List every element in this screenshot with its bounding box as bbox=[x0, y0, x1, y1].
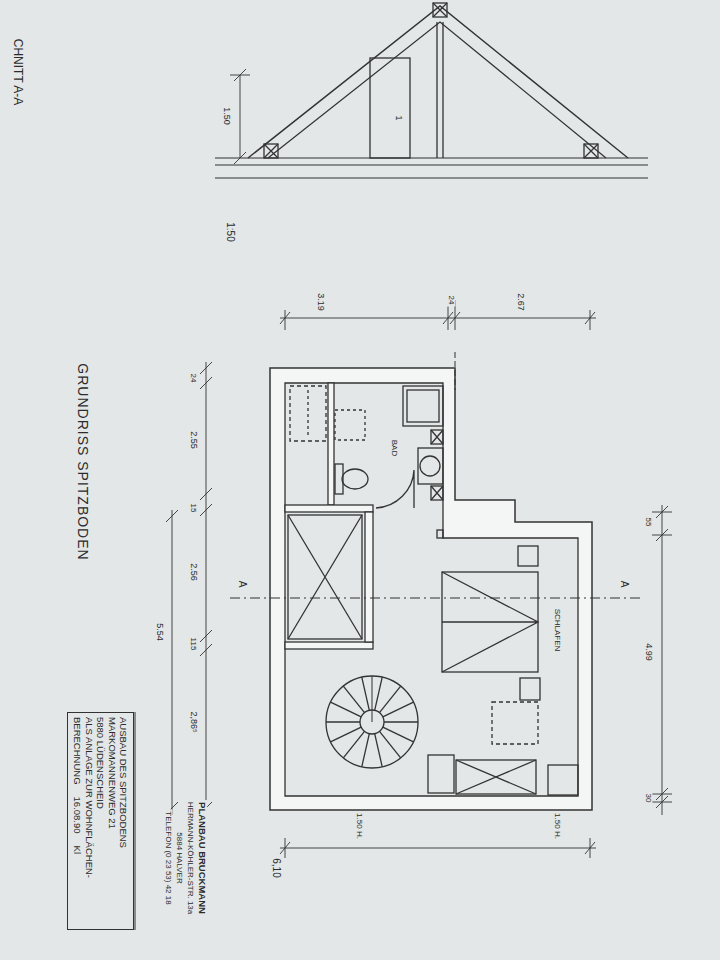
stair-tread bbox=[375, 734, 383, 767]
dimension: 2.55 bbox=[188, 429, 198, 451]
stair-tread bbox=[379, 731, 400, 758]
room-bath: BAD bbox=[372, 428, 416, 468]
company-name: PLANBAU BRUCKMANN bbox=[197, 800, 207, 916]
section-title: CHNITT A-A bbox=[10, 37, 23, 107]
stair-tread bbox=[375, 677, 383, 710]
dimension: 5.54 bbox=[154, 621, 164, 643]
title-block: AUSBAU DES SPITZBODENSMARKOMANNENWEG 215… bbox=[67, 712, 134, 930]
height-note: 1.50 H. bbox=[355, 811, 364, 841]
stair-tread bbox=[331, 727, 362, 742]
stair-tread bbox=[362, 734, 370, 767]
date: 16.08.90 bbox=[72, 797, 83, 834]
dimension: 2.56 bbox=[188, 561, 198, 583]
stair-tread bbox=[343, 686, 364, 713]
section-marker: A bbox=[237, 579, 248, 590]
company-address: HERMANN-KÖHLER-STR. 13a bbox=[186, 800, 195, 916]
company-city: 5884 HALVER bbox=[175, 830, 184, 885]
title-line: MARKOMANNENWEG 21 bbox=[106, 717, 117, 925]
dimension: 3.19 bbox=[315, 291, 325, 313]
dimension: 1.50 bbox=[221, 105, 231, 127]
company-phone: TELEFON (0 23 53) 42 18 bbox=[164, 809, 173, 906]
room-name: BAD bbox=[390, 439, 399, 457]
dimension: 115 bbox=[189, 636, 198, 653]
callout-number: 1 bbox=[393, 113, 403, 122]
stair-tread bbox=[343, 731, 364, 758]
dimension: 24 bbox=[447, 294, 456, 307]
sheet-title: GRUNDRISS SPITZBODEN bbox=[74, 361, 89, 562]
dimension: 30 bbox=[644, 792, 653, 805]
stair-tread bbox=[384, 721, 418, 722]
room-name: SCHLAFEN bbox=[553, 608, 562, 653]
room-bedroom: SCHLAFEN bbox=[540, 585, 574, 675]
dimension: 55 bbox=[644, 516, 653, 529]
title-line: AUSBAU DES SPITZBODENS bbox=[118, 717, 129, 925]
dimension: 4.99 bbox=[643, 641, 653, 663]
title-block-text: AUSBAU DES SPITZBODENSMARKOMANNENWEG 215… bbox=[72, 717, 129, 925]
title-line: ALS ANLAGE ZUR WOHNFLÄCHEN- BERECHNUNG16… bbox=[72, 717, 95, 925]
height-note: 1.50 H. bbox=[553, 811, 562, 841]
scale-note: 1:50 bbox=[225, 220, 236, 243]
stair-tread bbox=[326, 721, 360, 722]
section-marker: A bbox=[619, 579, 630, 590]
dimension: 24 bbox=[189, 372, 198, 385]
dimension: 15 bbox=[189, 502, 198, 515]
stair-tread bbox=[331, 702, 362, 717]
stair-tread bbox=[362, 677, 370, 710]
dimension: 2.67 bbox=[515, 291, 525, 313]
stair-tread bbox=[383, 727, 414, 742]
initials: Kl bbox=[72, 846, 83, 854]
dimension: 2,86⁵ bbox=[188, 709, 198, 734]
stair-tread bbox=[383, 702, 414, 717]
stair-tread bbox=[379, 686, 400, 713]
title-line: 5880 LÜDENSCHEID bbox=[95, 717, 106, 925]
dimension: 6,10 bbox=[271, 856, 282, 879]
